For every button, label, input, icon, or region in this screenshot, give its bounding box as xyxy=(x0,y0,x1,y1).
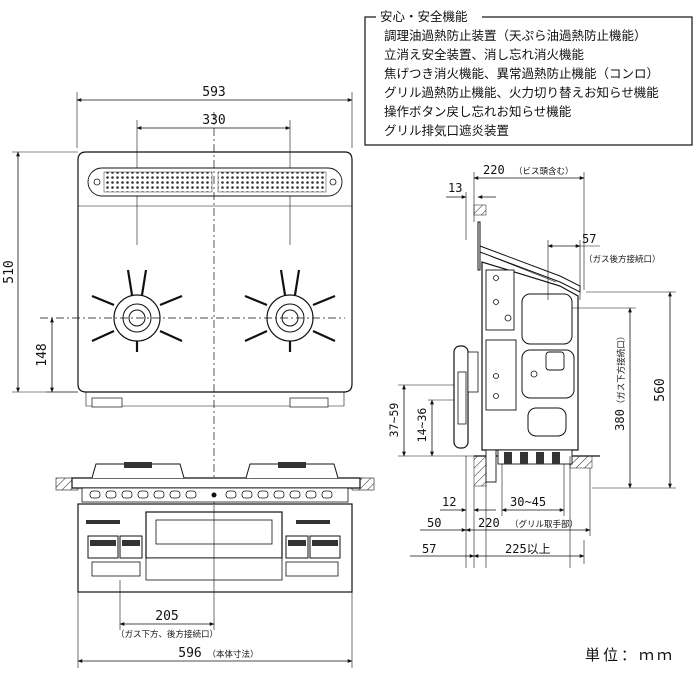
safety-features-box: 安心・安全機能 調理油過熱防止装置（天ぷら油過熱防止機能） 立消え安全装置、消し… xyxy=(364,9,693,146)
dim-380-note: （ガス下方接続口） xyxy=(616,332,627,409)
dim-13: 13 xyxy=(448,181,462,195)
dim-57-bottom: 57 xyxy=(422,542,436,556)
front-view: 205 （ガス下方、後方接続口） 596 （本体寸法） xyxy=(55,462,375,668)
dim-12: 12 xyxy=(442,495,456,509)
top-view: 593 330 xyxy=(2,85,353,505)
unit-label: 単位：ｍｍ xyxy=(585,646,675,664)
dim-225: 225以上 xyxy=(505,542,551,556)
feature-item: 立消え安全装置、消し忘れ消火機能 xyxy=(384,47,585,62)
dim-57-rear: 57 xyxy=(582,232,596,246)
features-heading: 安心・安全機能 xyxy=(380,9,468,24)
dim-560: 560 xyxy=(653,378,668,401)
dim-220-top: 220 xyxy=(483,163,505,177)
dim-220-top-note: （ビス頭含む） xyxy=(514,166,574,177)
dim-14-36: 14~36 xyxy=(415,408,429,443)
dim-596: 596 xyxy=(178,646,201,661)
dim-380: 380 xyxy=(613,409,627,431)
side-view: 220 （ビス頭含む） 13 57 （ガス後方接続口） 560 380 （ガス下… xyxy=(387,163,676,568)
feature-item: グリル排気口遮炎装置 xyxy=(384,123,509,138)
dim-148: 148 xyxy=(35,343,50,366)
feature-item: 操作ボタン戻し忘れお知らせ機能 xyxy=(384,104,572,119)
dim-37-59: 37~59 xyxy=(387,403,401,438)
feature-item: 調理油過熱防止装置（天ぷら油過熱防止機能） xyxy=(384,28,647,43)
dim-596-note: （本体寸法） xyxy=(207,649,258,660)
dim-50: 50 xyxy=(427,516,441,530)
dim-57-rear-note: （ガス後方接続口） xyxy=(584,254,661,265)
dim-510: 510 xyxy=(2,260,17,283)
dim-220-grill: 220 xyxy=(478,516,500,530)
feature-item: グリル過熱防止機能、火力切り替えお知らせ機能 xyxy=(384,85,659,100)
dim-30-45: 30~45 xyxy=(510,495,546,509)
right-burner xyxy=(244,269,336,352)
dim-205: 205 xyxy=(155,609,178,624)
dim-205-note: （ガス下方、後方接続口） xyxy=(116,629,218,640)
dim-220-grill-note: （グリル取手部） xyxy=(510,519,578,530)
dim-593: 593 xyxy=(202,85,225,100)
dim-330: 330 xyxy=(202,113,225,128)
left-burner xyxy=(91,269,183,352)
feature-item: 焦げつき消火機能、異常過熱防止機能（コンロ） xyxy=(384,66,659,81)
